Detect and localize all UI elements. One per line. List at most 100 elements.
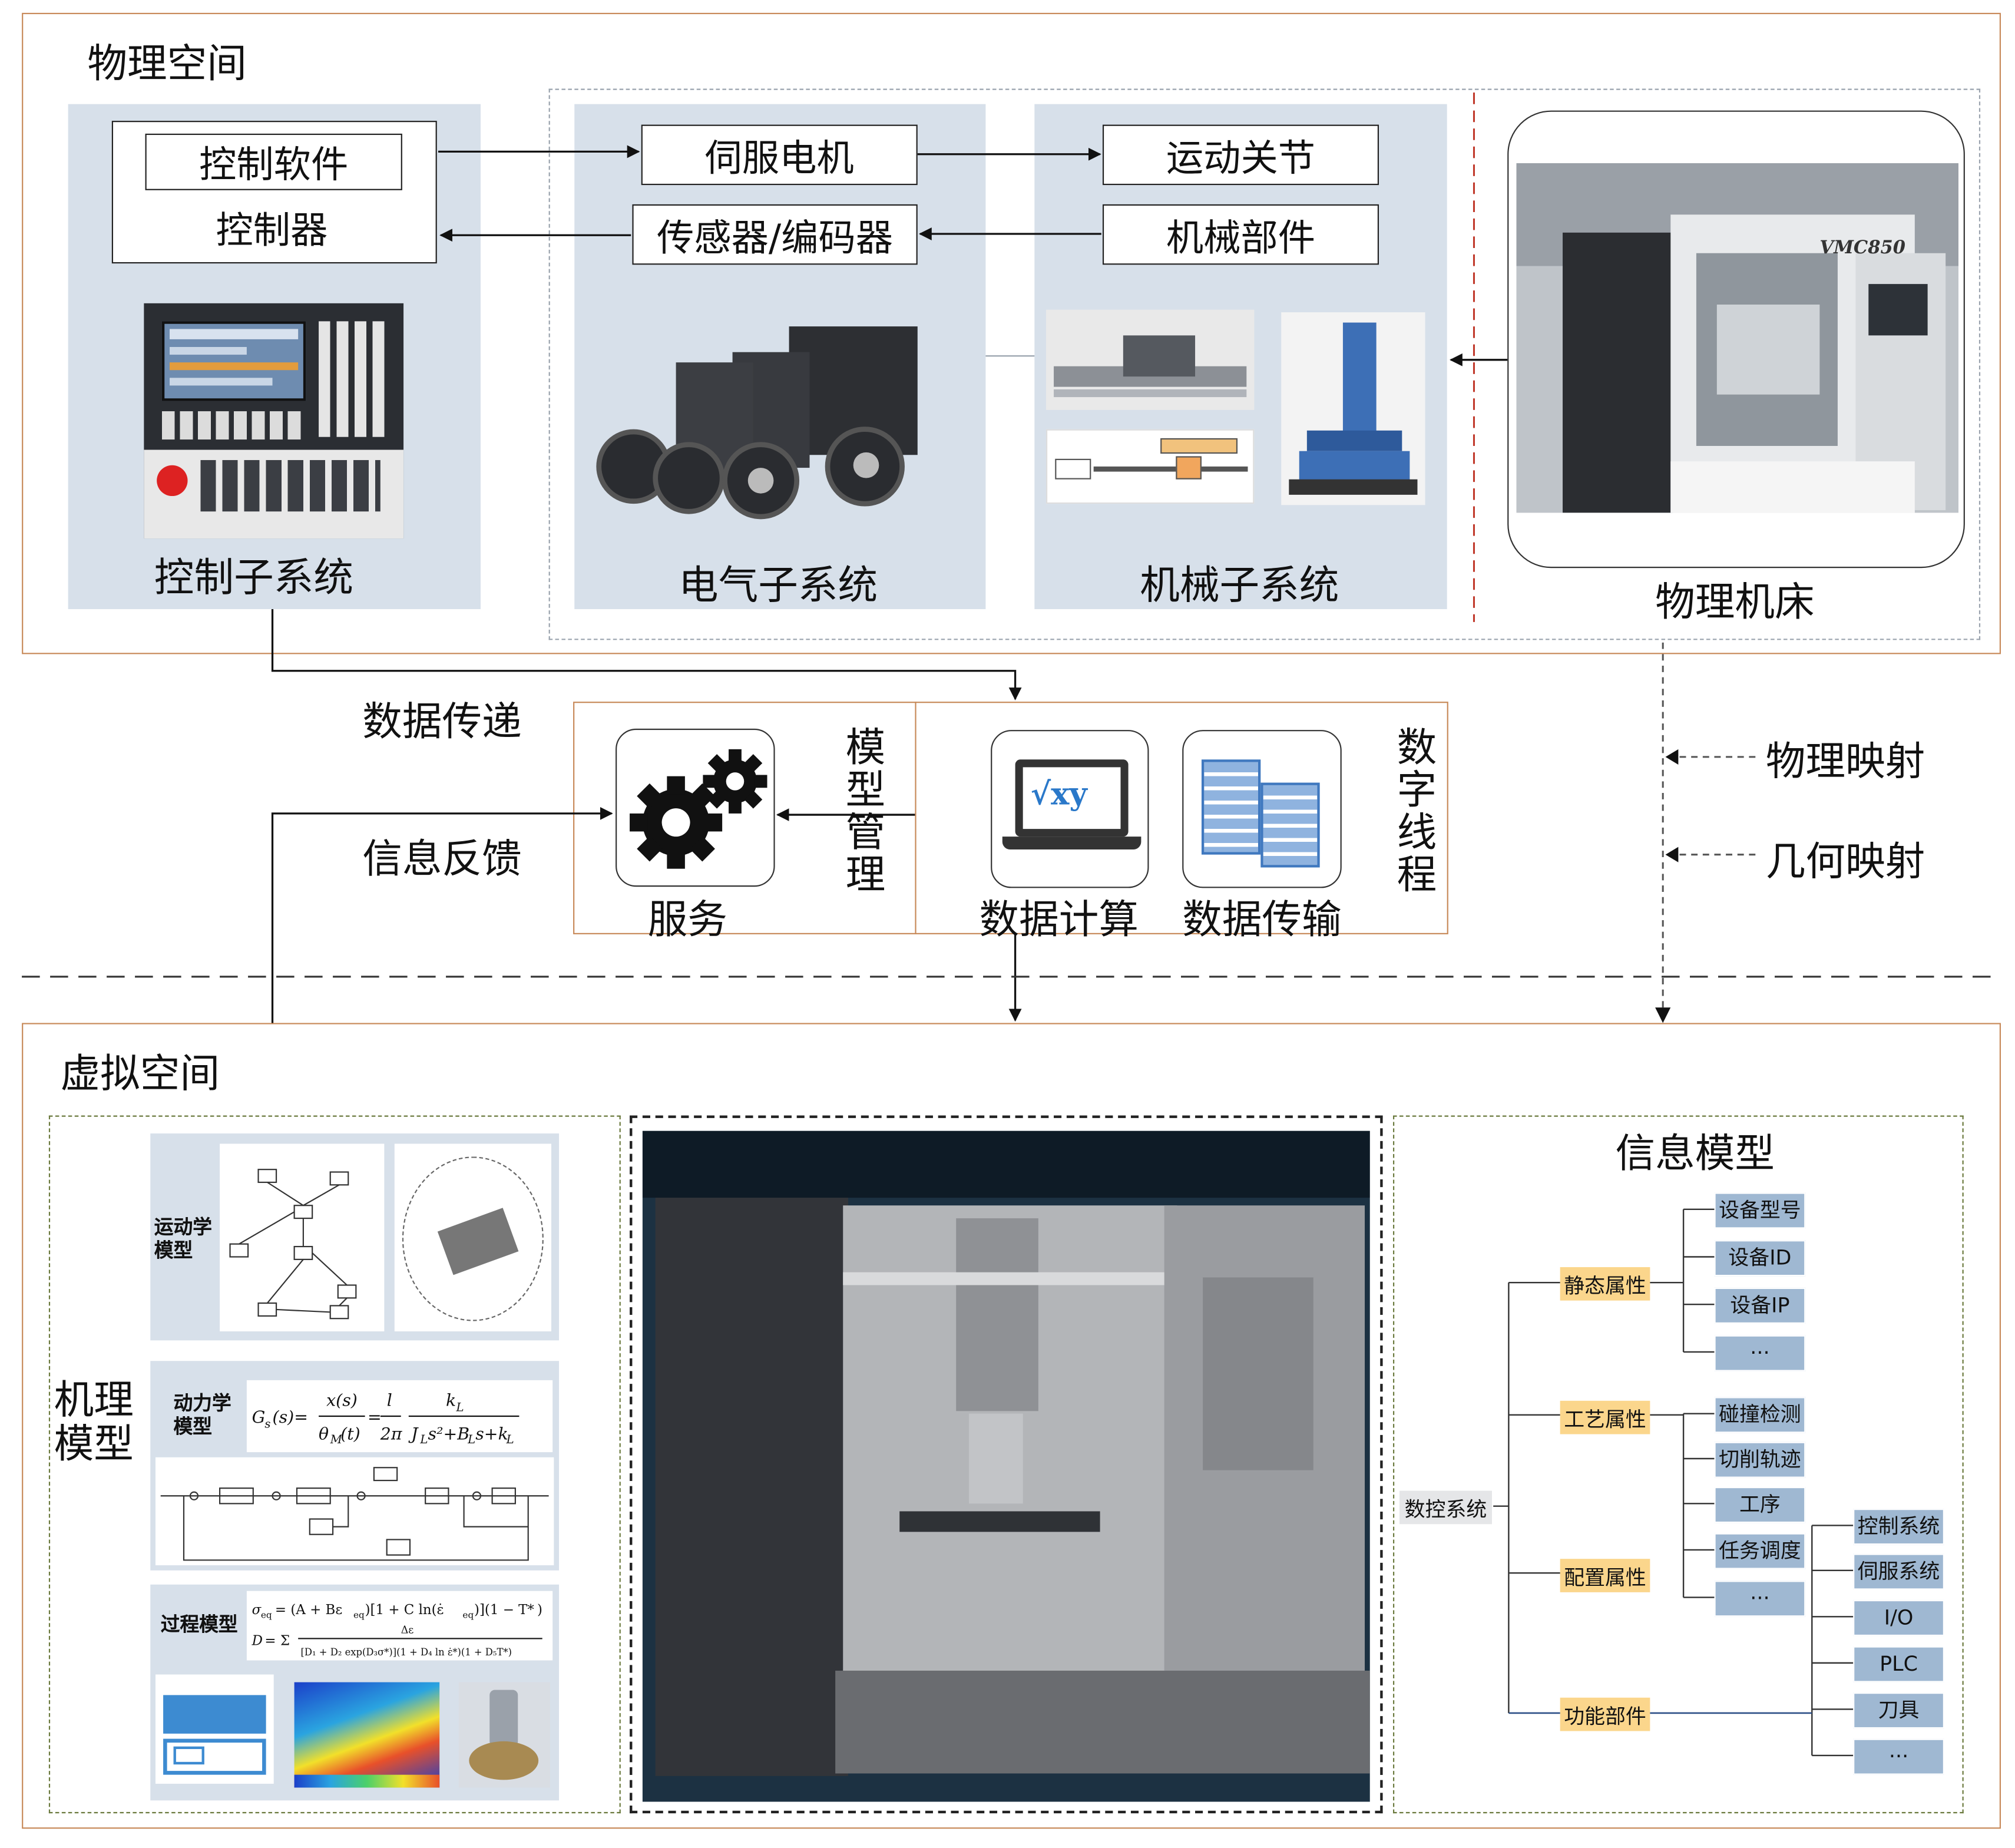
- physical-mapping-legend: 物理映射: [1765, 739, 1925, 785]
- svg-text:2π: 2π: [380, 1424, 403, 1443]
- function-item-more: ···: [1853, 1738, 1945, 1775]
- svg-text:l: l: [387, 1391, 392, 1410]
- sensor-encoder-box: 传感器/编码器: [632, 204, 918, 265]
- data-transmit-card: [1182, 730, 1342, 888]
- cnc-controller-image: [144, 303, 404, 539]
- virtual-space-title: 虚拟空间: [60, 1051, 220, 1098]
- gears-icon: [630, 749, 767, 869]
- function-item-tool: 刀具: [1853, 1692, 1945, 1729]
- mechanical-part-box: 机械部件: [1102, 204, 1379, 265]
- servo-motor-box: 伺服电机: [641, 124, 918, 186]
- process-item-more: ···: [1714, 1581, 1806, 1617]
- data-compute-card: √xy: [991, 730, 1149, 888]
- info-model-frame: [1393, 1115, 1964, 1814]
- geometric-mapping-legend: 几何映射: [1765, 839, 1925, 886]
- kinematic-graph-image: [220, 1143, 385, 1332]
- svg-text:θ: θ: [319, 1424, 329, 1443]
- machine-tool-image: VMC850: [1516, 163, 1959, 513]
- static-item-model: 设备型号: [1714, 1192, 1806, 1229]
- category-config: 配置属性: [1560, 1559, 1650, 1592]
- kinematic-model-label: 运动学模型: [154, 1215, 213, 1262]
- svg-text:[D₁ + D₂ exp(D₃σ*)](1 + D₄ ln: [D₁ + D₂ exp(D₃σ*)](1 + D₄ ln ε̇*)(1 + D…: [301, 1647, 512, 1658]
- svg-text:s+k: s+k: [475, 1424, 508, 1443]
- svg-text:(s)=: (s)=: [273, 1407, 308, 1427]
- control-subsystem-label: 控制子系统: [154, 555, 353, 601]
- function-item-control: 控制系统: [1853, 1509, 1945, 1545]
- static-item-ip: 设备IP: [1714, 1287, 1806, 1324]
- process-item-scheduling: 任务调度: [1714, 1533, 1806, 1569]
- svg-text:x(s): x(s): [326, 1391, 358, 1410]
- thread-divider: [915, 702, 916, 934]
- digital-thread-frame: [573, 702, 1448, 934]
- svg-text:): ): [537, 1602, 542, 1618]
- function-item-io: I/O: [1853, 1599, 1945, 1637]
- process-item-trajectory: 切削轨迹: [1714, 1442, 1806, 1478]
- virtual-machine-3d-view: [642, 1130, 1370, 1802]
- info-model-title: 信息模型: [1615, 1130, 1775, 1178]
- controller-label: 控制器: [216, 208, 328, 252]
- server-icon: [1201, 759, 1261, 855]
- fea-heatmap-image: [294, 1682, 440, 1788]
- svg-text:D: D: [252, 1633, 263, 1648]
- vmc-label: VMC850: [1819, 237, 1905, 259]
- function-item-plc: PLC: [1853, 1646, 1945, 1682]
- function-item-servo: 伺服系统: [1853, 1553, 1945, 1590]
- svg-text:eq: eq: [353, 1610, 365, 1621]
- category-process: 工艺属性: [1560, 1400, 1650, 1434]
- category-function: 功能部件: [1560, 1697, 1650, 1731]
- machine-tool-label: 物理机床: [1655, 579, 1815, 626]
- mechanism-model-label: 机理模型: [54, 1377, 134, 1468]
- svg-text:)](1 − T*: )](1 − T*: [474, 1602, 534, 1618]
- svg-text:eq: eq: [462, 1610, 474, 1621]
- control-software-box: 控制软件: [145, 133, 402, 190]
- svg-text:)[1 + C ln(ε̇: )[1 + C ln(ε̇: [365, 1602, 444, 1618]
- category-static: 静态属性: [1560, 1267, 1650, 1301]
- process-model-label: 过程模型: [160, 1612, 238, 1637]
- dynamic-model-label: 动力学模型: [173, 1391, 231, 1439]
- ballscrew-image: [1045, 309, 1255, 410]
- svg-text:L: L: [456, 1400, 464, 1414]
- mini-mill-image: [1281, 312, 1425, 505]
- svg-text:L: L: [419, 1433, 428, 1446]
- screw-schematic-image: [1045, 429, 1255, 504]
- info-feedback-label: 信息反馈: [362, 837, 522, 883]
- service-label: 服务: [647, 897, 727, 944]
- virtual-model-frame: [630, 1115, 1383, 1814]
- svg-text:s²+B: s²+B: [428, 1424, 470, 1443]
- data-transfer-label: 数据传递: [362, 699, 522, 746]
- lathe-image: [155, 1674, 274, 1784]
- svg-text:eq: eq: [261, 1610, 272, 1621]
- svg-text:=: =: [368, 1407, 382, 1427]
- hardware-dashed-frame: [548, 88, 1981, 640]
- motion-joint-box: 运动关节: [1102, 124, 1379, 186]
- svg-text:G: G: [252, 1407, 266, 1427]
- physical-space-title: 物理空间: [87, 41, 247, 88]
- sqrt-symbol: √xy: [1030, 775, 1087, 812]
- virtual-space-frame: [22, 1023, 2001, 1829]
- svg-text:= Σ: = Σ: [264, 1633, 290, 1648]
- physical-space-frame: [22, 12, 2001, 654]
- process-item-procedure: 工序: [1714, 1486, 1806, 1523]
- mechanical-subsystem-label: 机械子系统: [1140, 563, 1339, 610]
- laptop-icon: [1015, 759, 1129, 837]
- static-item-more: ···: [1714, 1335, 1806, 1371]
- data-compute-label: 数据计算: [979, 897, 1139, 944]
- svg-text:L: L: [506, 1433, 514, 1446]
- static-item-id: 设备ID: [1714, 1240, 1806, 1277]
- electrical-subsystem-label: 电气子系统: [678, 563, 878, 610]
- svg-text:M: M: [330, 1433, 343, 1446]
- tree-root: 数控系统: [1399, 1490, 1493, 1525]
- svg-text:L: L: [467, 1433, 475, 1446]
- servo-motors-image: [596, 324, 918, 523]
- svg-text:k: k: [446, 1391, 456, 1410]
- kinematic-scene-image: [394, 1143, 551, 1332]
- process-item-collision: 碰撞检测: [1714, 1397, 1806, 1433]
- svg-text:J: J: [408, 1424, 419, 1443]
- svg-text:σ: σ: [252, 1602, 262, 1618]
- service-card: [616, 728, 775, 887]
- svg-text:s: s: [264, 1417, 270, 1431]
- model-management-label: 模型管理: [838, 726, 885, 896]
